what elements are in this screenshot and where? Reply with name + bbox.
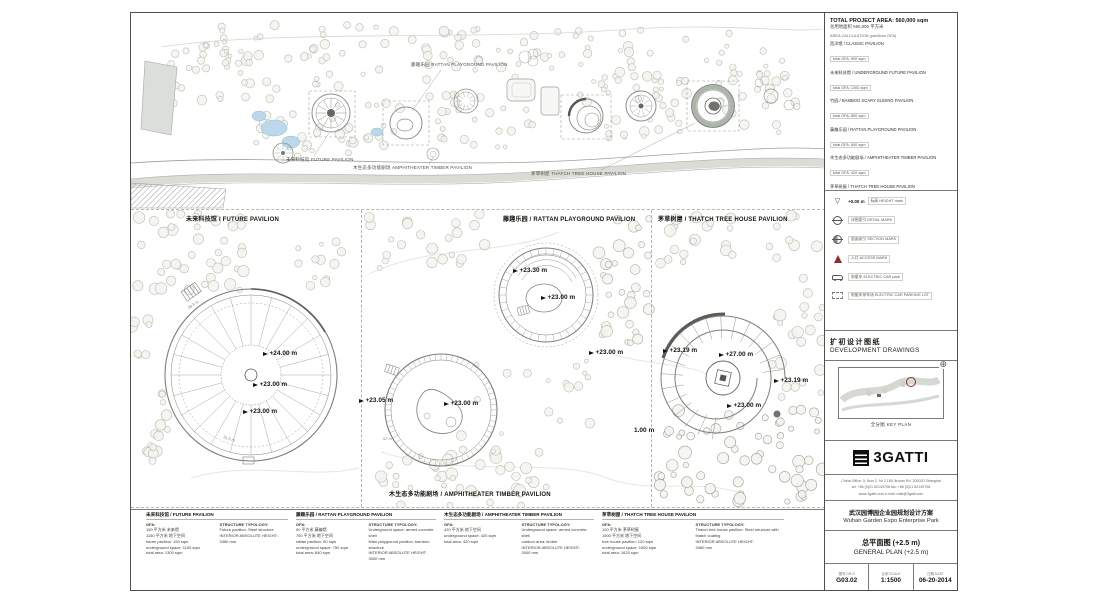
elevation-flag-icon — [359, 398, 364, 403]
3gatti-logo-icon — [853, 449, 870, 466]
elevation-label: +23.00 m — [727, 402, 761, 409]
elevation-label: +23.00 m — [253, 381, 287, 388]
panel-title-rattan: 藤趣乐园 / RATTAN PLAYGROUND PAVILION — [503, 217, 636, 223]
elevation-label: +23.19 m — [663, 347, 697, 354]
3gatti-logo-text: 3GATTI — [873, 449, 929, 466]
gfa-block-future: 未来科技馆 / FUTURE PAVILION GFA: 150 平方米 未来馆… — [146, 510, 296, 590]
elevation-label: +23.30 m — [513, 267, 547, 274]
project-area-summary: TOTAL PROJECT AREA: 560,000 sqm 总用地面积 56… — [825, 13, 957, 191]
elevation-flag-icon — [263, 351, 268, 356]
drawing-sheet: 藤趣乐园 RATTAN PLAYGROUND PAVILION 未来科技馆 FU… — [125, 12, 958, 591]
masterplan-label-thatch: 茅草树屋 THATCH TREE HOUSE PAVILION — [531, 171, 627, 176]
panel-divider — [651, 210, 652, 507]
architect-logo: 3GATTI — [825, 441, 957, 475]
elevation-label: +27.00 m — [719, 351, 753, 358]
masterplan-label-future: 未来科技馆 FUTURE PAVILION — [286, 157, 354, 162]
gfa-block-title: 未来科技馆 / FUTURE PAVILION — [146, 510, 288, 520]
gfa-block-title: 木生态多功能剧场 / AMPHITHEATER TIMBER PAVILION — [444, 510, 594, 520]
legend-row-parking-lot: 电瓶车停车场 ELECTRIC CAR PARKING LOT — [830, 291, 952, 300]
total-project-area-cn: 总用地面积 560,000 平方米 — [830, 24, 884, 29]
elevation-flag-icon — [774, 378, 779, 383]
elevation-label: +23.00 m — [541, 294, 575, 301]
legend-section: ▽ +0.00 m 标高 HEIGHT mark 详图索引 DETAIL MAR… — [825, 191, 957, 331]
masterplan-svg — [130, 20, 826, 209]
legend-row-access-mark: 入口 ACCESS MARK — [830, 254, 952, 263]
north-compass-icon: ⊕ — [939, 361, 947, 369]
elevation-label: +23.00 m — [444, 400, 478, 407]
dimension-label: 52 m — [383, 436, 392, 441]
legend-row-electric-car: 电瓶车 ELECTRIC CAR park — [830, 273, 952, 281]
section-mark-icon — [832, 235, 843, 244]
electric-car-icon — [832, 274, 843, 281]
panel-title-future: 未来科技馆 / FUTURE PAVILION — [186, 217, 280, 223]
detail-mark-icon — [832, 215, 843, 225]
drawing-area: 藤趣乐园 RATTAN PLAYGROUND PAVILION 未来科技馆 FU… — [125, 13, 830, 590]
key-plan-label: 全分图 KEY PLAN — [870, 422, 912, 427]
access-mark-icon — [833, 254, 842, 263]
elevation-flag-icon — [253, 382, 258, 387]
development-drawings-label: 扩初设计图纸 DEVELOPMENT DRAWINGS — [825, 331, 957, 361]
legend-row-section-mark: 剖面索引 SECTION MARK — [830, 235, 952, 244]
gfa-tables-section: 未来科技馆 / FUTURE PAVILION GFA: 150 平方米 未来馆… — [131, 509, 825, 590]
elevation-label: +23.00 m — [589, 349, 623, 356]
elevation-flag-icon — [719, 352, 724, 357]
area-calc-label: AREA CALCULATION (pavilions GFA) — [830, 32, 897, 38]
elevation-flag-icon — [444, 401, 449, 406]
elevation-flag-icon — [589, 350, 594, 355]
legend-row-detail-mark: 详图索引 DETAIL MARK — [830, 215, 952, 225]
dimension-note: 1.00 m — [634, 427, 655, 434]
elevation-flag-icon — [243, 409, 248, 414]
date-field: 日期 DATE 06-20-2014 — [918, 571, 952, 584]
legend-row-height: ▽ +0.00 m 标高 HEIGHT mark — [830, 197, 952, 205]
total-project-area: TOTAL PROJECT AREA: 560,000 sqm — [830, 18, 929, 24]
drawing-number-field: 图号 DR.N G03.02 — [825, 564, 870, 590]
gfa-spacer — [792, 510, 825, 590]
gfa-block-title: 藤趣乐园 / RATTAN PLAYGROUND PAVILION — [296, 510, 436, 520]
masterplan-section: 藤趣乐园 RATTAN PLAYGROUND PAVILION 未来科技馆 FU… — [130, 13, 826, 209]
detail-plans-section: 未来科技馆 / FUTURE PAVILION 藤趣乐园 / RATTAN PL… — [125, 209, 830, 510]
level-mark-icon: ▽ — [834, 197, 841, 205]
gfa-block-rattan: 藤趣乐园 / RATTAN PLAYGROUND PAVILION GFA: 9… — [296, 510, 444, 590]
elevation-label: +23.05 m — [359, 397, 393, 404]
elevation-flag-icon — [513, 268, 518, 273]
key-plan-map: ⊕ — [838, 361, 947, 419]
panel-title-thatch: 茅草树屋 / THATCH TREE HOUSE PAVILION — [658, 217, 788, 223]
elevation-label: +24.00 m — [263, 350, 297, 357]
drawing-title: 总平面图 (+2.5 m) GENERAL PLAN (+2.5 m) — [825, 531, 957, 564]
panel-divider — [361, 210, 362, 507]
masterplan-label-amphitheater: 木生态多功能剧场 AMPHITHEATER TIMBER PAVILION — [353, 165, 473, 170]
gfa-block-amphitheater: 木生态多功能剧场 / AMPHITHEATER TIMBER PAVILION … — [444, 510, 602, 590]
elevation-label: +23.19 m — [774, 377, 808, 384]
elevation-label: +23.00 m — [243, 408, 277, 415]
gfa-block-thatch: 茅草树屋 / THATCH TREE HOUSE PAVILION GFA: 1… — [602, 510, 792, 590]
key-plan-svg — [839, 376, 941, 412]
project-title: 武汉园博园企业园规划设计方案 Wuhan Garden Expo Enterpr… — [825, 501, 957, 531]
architect-address: China Office: 5, floor 2, Nr 2,185 Jinxi… — [825, 475, 957, 501]
gfa-block-title: 茅草树屋 / THATCH TREE HOUSE PAVILION — [602, 510, 784, 520]
masterplan-label-rattan: 藤趣乐园 RATTAN PLAYGROUND PAVILION — [411, 62, 508, 67]
detail-plans-svg — [125, 209, 830, 510]
key-plan-section: ⊕ 全分图 KEY PLAN — [825, 361, 957, 441]
scale-field: 比例 SCALE 1:1500 — [869, 564, 914, 590]
parking-lot-icon — [832, 292, 843, 299]
title-block: TOTAL PROJECT AREA: 560,000 sqm 总用地面积 56… — [824, 13, 957, 590]
elevation-flag-icon — [727, 403, 732, 408]
panel-title-amphitheater: 木生态多功能剧场 / AMPHITHEATER TIMBER PAVILION — [389, 492, 551, 498]
title-block-fields: 图号 DR.N G03.02 比例 SCALE 1:1500 日期 DATE 0… — [825, 564, 957, 590]
elevation-flag-icon — [541, 295, 546, 300]
elevation-flag-icon — [663, 348, 668, 353]
